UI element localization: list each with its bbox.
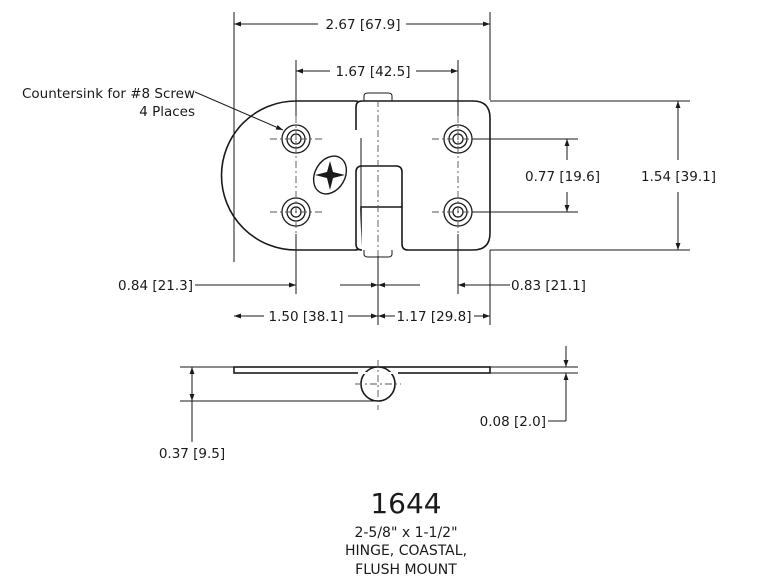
part-number: 1644 (370, 487, 441, 520)
dim-hole-spacing-y: 0.77 [19.6] (525, 169, 600, 185)
dim-overall-width: 2.67 [67.9] (326, 17, 401, 33)
dim-hole-spacing-x: 1.67 [42.5] (336, 64, 411, 80)
dim-left-leaf-width: 1.50 [38.1] (269, 309, 344, 325)
part-size: 2-5/8" x 1-1/2" (354, 525, 457, 541)
side-view-dimensions (180, 346, 578, 442)
side-view (233, 360, 491, 410)
four-point-star-logo (312, 155, 348, 195)
dim-left-hole-offset: 0.84 [21.3] (118, 278, 193, 294)
dim-leaf-thickness: 0.08 [2.0] (480, 414, 546, 430)
dim-right-leaf-width: 1.17 [29.8] (397, 309, 472, 325)
countersink-note-line2: 4 Places (139, 104, 195, 120)
part-description-line1: HINGE, COASTAL, (345, 543, 467, 559)
countersink-note-line1: Countersink for #8 Screw (22, 86, 195, 102)
dim-overall-height: 1.54 [39.1] (641, 169, 716, 185)
hole-center-lines (270, 100, 484, 256)
dimension-lines (194, 12, 690, 325)
knuckle-top (363, 92, 393, 101)
part-description-line2: FLUSH MOUNT (355, 562, 457, 578)
dim-knuckle-height: 0.37 [9.5] (159, 446, 225, 462)
dim-right-hole-offset: 0.83 [21.1] (511, 278, 586, 294)
top-view (220, 92, 491, 258)
